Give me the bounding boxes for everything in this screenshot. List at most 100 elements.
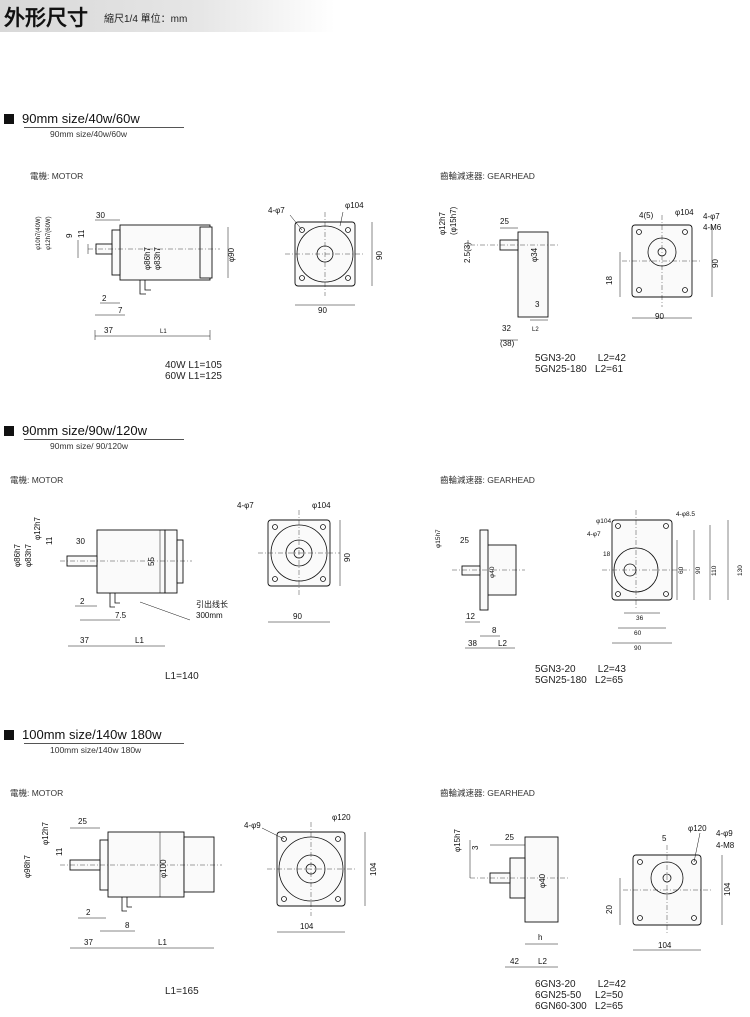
section-1-motor-notes: 40W L1=105 60W L1=125 [165, 360, 222, 382]
dim-label: h [538, 933, 542, 942]
dim-label: 60 [678, 566, 685, 574]
dim-label: 25 [78, 817, 87, 826]
bullet-square-icon [4, 114, 14, 124]
section-3-subheading: 100mm size/140w 180w [50, 745, 142, 755]
motor-front-view-3: 4-φ9 φ120 104 104 [244, 813, 378, 933]
dim-label: 5 [662, 834, 667, 843]
dim-label: 38 [468, 639, 477, 648]
dim-label: 20 [605, 905, 614, 914]
gearhead-side-view-1: φ12h7 (φ15h7) 2.5(3) 25 φ34 3 32 (38) L2 [438, 206, 560, 348]
motor-side-view-1: 30 9 11 2 7 37 L1 φ10h7(40W) φ12h7(60W) … [36, 211, 236, 340]
header-bar [0, 0, 335, 32]
dim-label: L1 [135, 636, 144, 645]
dim-label: φ104 [596, 518, 611, 525]
dim-label: 90 [711, 259, 720, 268]
dim-label: 90 [375, 251, 384, 260]
dim-label: 25 [500, 217, 509, 226]
dim-label: 30 [96, 211, 105, 220]
dim-label: φ83h7 [153, 246, 162, 270]
section-1-motor-label: 電機: MOTOR [30, 171, 84, 181]
dim-label: 2 [86, 908, 91, 917]
dim-label: 3 [535, 300, 540, 309]
dim-label: 11 [55, 847, 64, 856]
dim-label: 8 [492, 626, 497, 635]
dim-label: φ120 [332, 813, 351, 822]
dim-label: φ15h7 [453, 828, 462, 852]
dim-label: 130 [737, 565, 744, 576]
dim-label: 4-M6 [703, 223, 722, 232]
dim-label: 4(5) [639, 211, 654, 220]
dim-label: 18 [603, 551, 611, 558]
section-1-gearhead-label: 齒輪減速器: GEARHEAD [440, 171, 535, 181]
section-3-motor-label: 電機: MOTOR [10, 788, 64, 798]
dim-label: 9 [65, 233, 74, 238]
dim-label: φ10h7(40W) [36, 216, 42, 250]
dim-label: 36 [636, 615, 644, 622]
dim-label: 8 [125, 921, 130, 930]
gearhead-front-view-3: 5 φ120 4-φ9 4-M8 20 104 104 [605, 824, 735, 951]
dim-label: 4-φ7 [587, 531, 601, 538]
section-2-heading: 90mm size/90w/120w [4, 423, 147, 438]
dim-label: 104 [723, 882, 732, 896]
section-2-gear-notes: 5GN3-20 L2=43 5GN25-180 L2=65 [535, 664, 626, 686]
section-2-underline [24, 439, 184, 440]
dim-label: (38) [500, 339, 515, 348]
page-title: 外形尺寸 [4, 7, 88, 30]
dim-label: 4-φ7 [703, 212, 720, 221]
dim-label: 104 [300, 922, 314, 931]
dim-label: 4-M8 [716, 841, 735, 850]
dim-label: φ15h7 [435, 529, 442, 548]
dim-label: 4-φ7 [268, 206, 285, 215]
dim-label: 32 [502, 324, 511, 333]
dim-label: 3 [471, 845, 480, 850]
dim-label: 90 [318, 306, 327, 315]
dim-label: L2 [498, 639, 507, 648]
dim-label: 90 [634, 645, 642, 652]
dim-label: φ98h7 [23, 854, 32, 878]
dim-label: L1 [158, 938, 167, 947]
dim-label: (φ15h7) [449, 206, 458, 235]
dim-label: 2 [102, 294, 107, 303]
dim-label: 12 [466, 612, 475, 621]
dim-label: 104 [369, 862, 378, 876]
dim-label: φ40 [538, 873, 547, 888]
dim-label: 4-φ9 [244, 821, 261, 830]
section-3-underline [24, 743, 184, 744]
dim-label: φ40 [489, 566, 496, 578]
dim-label: 2.5(3) [463, 242, 472, 263]
dim-label: 42 [510, 957, 519, 966]
section-3-gearhead-label: 齒輪減速器: GEARHEAD [440, 788, 535, 798]
dim-label: 30 [76, 537, 85, 546]
gearhead-side-view-2: φ15h7 25 φ40 12 8 38 L2 [435, 529, 525, 649]
gearhead-front-view-2: φ104 4-φ7 4-φ8.5 18 60 90 110 130 36 60 … [587, 510, 744, 652]
dim-label: φ12h7 [41, 821, 50, 845]
dim-label: 37 [80, 636, 89, 645]
dim-label: 55 [147, 557, 156, 566]
dim-label: 7 [118, 306, 123, 315]
section-1-heading: 90mm size/40w/60w [4, 111, 140, 126]
dim-label: φ12h7 [33, 516, 42, 540]
section-1-subheading: 90mm size/40w/60w [50, 129, 128, 139]
motor-side-view-2: φ12h7 11 30 φ86h7 φ83h7 55 2 7.5 37 L1 引… [13, 516, 228, 647]
dim-label: φ86h7 [143, 246, 152, 270]
dim-label: 37 [104, 326, 113, 335]
dim-label: 25 [460, 536, 469, 545]
dim-label: 90 [343, 553, 352, 562]
dim-label: φ100 [159, 859, 168, 878]
section-2-subheading: 90mm size/ 90/120w [50, 441, 128, 451]
dim-label: 90 [293, 612, 302, 621]
dim-label: 110 [711, 565, 718, 576]
dim-label: φ12h7(60W) [46, 216, 52, 250]
dim-label: L2 [538, 957, 547, 966]
section-3-motor-notes: L1=165 [165, 986, 199, 997]
dim-label: 18 [605, 276, 614, 285]
dim-label: 25 [505, 833, 514, 842]
dim-label: φ104 [345, 201, 364, 210]
dim-label: 4-φ9 [716, 829, 733, 838]
section-3-gear-notes: 6GN3-20 L2=42 6GN25-50 L2=50 6GN60-300 L… [535, 979, 626, 1012]
dim-label: 90 [695, 566, 702, 574]
motor-side-view-3: 25 φ12h7 11 φ98h7 φ100 2 8 37 L1 [23, 817, 222, 949]
dim-label: 37 [84, 938, 93, 947]
dim-label: φ104 [675, 208, 694, 217]
section-1-underline [24, 127, 184, 128]
